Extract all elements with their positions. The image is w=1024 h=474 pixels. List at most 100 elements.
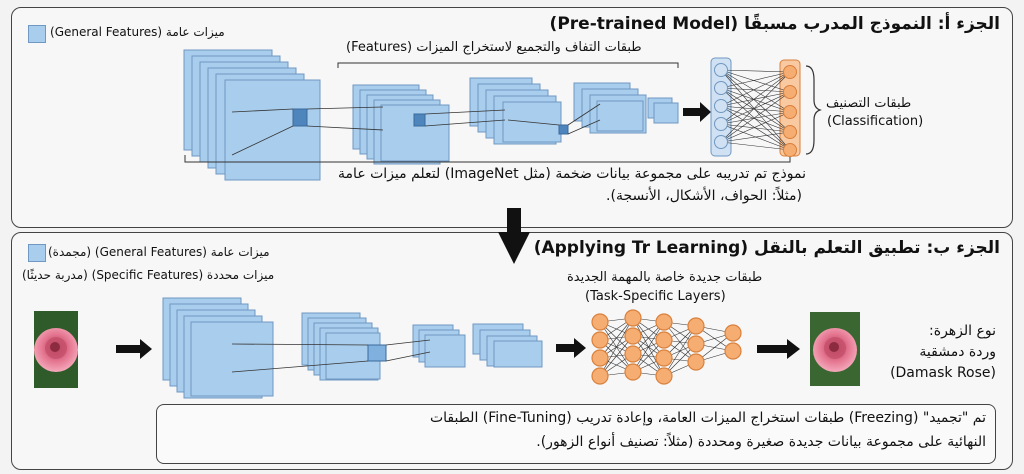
neuron-node (655, 313, 673, 331)
output-flower-name-ar: وردة دمشقية (919, 344, 996, 360)
connection-edge (720, 123, 791, 133)
neuron-node (783, 65, 797, 79)
connection-edge (720, 87, 791, 93)
legend-general-label: ميزات عامة (General Features) (50, 25, 225, 39)
conv-block-2 (352, 84, 450, 165)
connection-edge (720, 87, 791, 133)
legend-specific-label: ميزات محددة (Specific Features) (مدربة ح… (22, 268, 275, 282)
neuron-node (687, 317, 705, 335)
frozen-block-2 (301, 312, 381, 381)
output-flower-name-en: (Damask Rose) (890, 365, 996, 381)
arrow-right-icon (116, 339, 152, 359)
connection-edge (720, 69, 791, 93)
frozen-block-1 (162, 297, 274, 399)
receptive-field-2 (413, 113, 426, 127)
neuron-node (624, 345, 642, 363)
classification-label-ar: طبقات التصنيف (826, 96, 912, 111)
neuron-node (687, 353, 705, 371)
connection-edge (599, 335, 634, 377)
task-layers-label-en: (Task-Specific Layers) (585, 289, 726, 304)
receptive-field-b (367, 344, 387, 362)
output-flower-type: نوع الزهرة: (929, 323, 996, 339)
connection-edge (720, 69, 791, 133)
neuron-node (783, 125, 797, 139)
neuron-node (714, 117, 728, 131)
part-a-description-2: (مثلاً: الحواف، الأشكال، الأنسجة). (606, 188, 802, 204)
frozen-block-3 (412, 324, 466, 368)
connection-edge (599, 317, 634, 359)
conv-block-5 (647, 97, 679, 124)
input-rose-image (34, 311, 78, 388)
neuron-node (591, 313, 609, 331)
legend-frozen-label: ميزات عامة (General Features) (مجمدة) (48, 245, 270, 259)
neuron-node (655, 331, 673, 349)
part-b-description-1: تم "تجميد" (Freezing) طبقات استخراج المي… (429, 410, 986, 426)
neuron-node (724, 324, 742, 342)
neuron-node (655, 367, 673, 385)
part-a-description-1: نموذج تم تدريبه على مجموعة بيانات ضخمة (… (338, 166, 806, 182)
connection-edge (720, 141, 791, 151)
brace-icon (805, 65, 822, 155)
neuron-node (783, 105, 797, 119)
classification-label-en: (Classification) (827, 114, 924, 129)
connection-edge (720, 71, 791, 125)
legend-general-swatch (28, 25, 46, 43)
connection-edge (599, 317, 634, 377)
connection-edge (720, 105, 791, 113)
conv-block-4 (573, 82, 647, 134)
projection-lines-a (231, 103, 601, 156)
neuron-node (591, 367, 609, 385)
connection-edge (632, 321, 665, 373)
part-b-description-box (156, 404, 996, 464)
connection-edge (720, 111, 791, 143)
neuron-node (714, 99, 728, 113)
arrow-down-icon (498, 208, 530, 264)
neuron-node (624, 327, 642, 345)
task-layers-label-ar: طبقات جديدة خاصة بالمهمة الجديدة (567, 270, 763, 285)
neuron-node (591, 331, 609, 349)
connection-edge (663, 325, 697, 377)
conv-layers-label: طبقات التفاف والتجميع لاستخراج الميزات (… (346, 40, 642, 55)
connection-edge (720, 69, 791, 73)
conv-layers-bracket-bottom (184, 155, 791, 163)
neuron-node (655, 349, 673, 367)
connection-edge (720, 111, 791, 125)
neuron-node (624, 309, 642, 327)
connection-edge (720, 71, 791, 143)
connection-edge (720, 105, 791, 133)
neuron-node (724, 342, 742, 360)
receptive-field-1 (292, 108, 308, 127)
arrow-right-icon (556, 338, 586, 358)
neuron-node (714, 135, 728, 149)
conv-block-1 (183, 49, 321, 181)
neuron-node (783, 143, 797, 157)
part-b-title: الجزء ب: تطبيق التعلم بالنقل (Applying T… (533, 238, 1000, 258)
conv-layers-bracket-top (337, 62, 679, 68)
specific-block (472, 323, 543, 368)
neuron-node (783, 85, 797, 99)
neuron-node (714, 81, 728, 95)
connection-edge (720, 69, 791, 113)
receptive-field-3 (558, 124, 569, 135)
classification-network (710, 57, 801, 157)
neuron-node (714, 63, 728, 77)
connection-edge (720, 91, 791, 125)
connection-edge (720, 71, 791, 107)
neuron-node (687, 335, 705, 353)
task-specific-network (591, 309, 742, 385)
output-rose-image (810, 312, 860, 386)
connection-edge (720, 87, 791, 113)
part-a-title: الجزء أ: النموذج المدرب مسبقًا (Pre-trai… (549, 14, 1000, 34)
arrow-right-icon (757, 339, 800, 359)
projection-lines-b (231, 339, 431, 373)
neuron-node (591, 349, 609, 367)
part-b-description-2: النهائية على مجموعة بيانات جديدة صغيرة و… (536, 434, 986, 450)
connection-edge (720, 91, 791, 107)
connection-edge (720, 71, 791, 89)
arrow-right-icon (683, 102, 711, 122)
neuron-node (624, 363, 642, 381)
connection-edge (720, 91, 791, 143)
legend-frozen-swatch (28, 244, 46, 262)
connection-edge (720, 131, 791, 143)
